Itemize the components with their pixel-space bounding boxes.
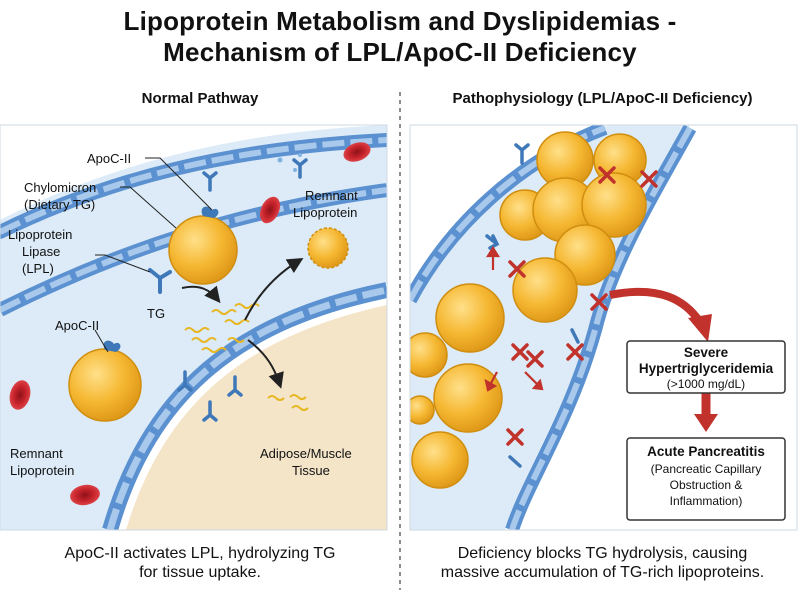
label-lpl-l3: (LPL) <box>22 261 54 276</box>
remnant-arrow <box>244 257 304 321</box>
left-vessel-scene <box>0 125 387 530</box>
vessel-lumen <box>0 125 387 530</box>
box2-line2: (Pancreatic Capillary <box>651 462 762 476</box>
label-remnant-bottom-l2: Lipoprotein <box>10 463 74 478</box>
red-blood-cell <box>259 196 281 224</box>
acute-pancreatitis-box <box>626 437 786 521</box>
label-adipose-l2: Tissue <box>292 463 330 478</box>
right-panel-heading: Pathophysiology (LPL/ApoC-II Deficiency) <box>452 90 753 107</box>
lpl-enzyme <box>148 268 172 294</box>
box2-line1: Acute Pancreatitis <box>647 444 765 459</box>
blocked-hydrolysis-marks <box>506 166 658 446</box>
label-apoc2-mid: ApoC-II <box>55 318 99 333</box>
chylomicron-particle <box>168 215 238 285</box>
box2-line4: Inflammation) <box>670 494 743 508</box>
red-blood-cell <box>9 380 31 410</box>
tissue-uptake-arrow <box>247 339 284 389</box>
red-blood-cell <box>70 484 100 506</box>
tg-molecules <box>184 303 309 411</box>
label-chylomicron-l1: Chylomicron <box>24 180 96 195</box>
right-vessel-scene <box>410 125 800 530</box>
left-panel-heading: Normal Pathway <box>141 90 259 107</box>
box1-line1: Severe <box>684 345 729 360</box>
remnant-lipoprotein-top <box>307 227 349 269</box>
left-caption: ApoC-II activates LPL, hydrolyzing TG fo… <box>0 544 400 582</box>
red-flow-arrow-1 <box>609 287 712 342</box>
red-blood-cell <box>343 142 371 162</box>
apoc2-protein <box>201 206 219 218</box>
label-remnant-top-l2: Lipoprotein <box>293 205 357 220</box>
red-flow-arrow-2 <box>694 392 718 432</box>
right-caption-line-1: Deficiency blocks TG hydrolysis, causing <box>457 545 748 562</box>
label-tg: TG <box>147 306 165 321</box>
left-caption-line-1: ApoC-II activates LPL, hydrolyzing TG <box>64 545 336 562</box>
remnant-lipoprotein-bottom <box>68 348 142 422</box>
label-remnant-top-l1: Remnant <box>305 188 358 203</box>
title-line-2: Mechanism of LPL/ApoC-II Deficiency <box>163 37 637 67</box>
right-caption: Deficiency blocks TG hydrolysis, causing… <box>405 544 800 582</box>
label-lpl-l2: Lipase <box>22 244 60 259</box>
label-adipose-l1: Adipose/Muscle <box>260 446 352 461</box>
box2-line3: Obstruction & <box>670 478 743 492</box>
right-caption-line-2: massive accumulation of TG-rich lipoprot… <box>440 564 765 581</box>
page-title: Lipoprotein Metabolism and Dyslipidemias… <box>0 6 800 68</box>
tg-release-arrow <box>181 285 221 304</box>
label-remnant-bottom-l1: Remnant <box>10 446 63 461</box>
box1-line2: Hypertriglyceridemia <box>639 361 774 376</box>
adipose-tissue-area <box>126 305 387 530</box>
left-caption-line-2: for tissue uptake. <box>139 564 261 581</box>
hypertriglyceridemia-box <box>626 340 786 394</box>
label-lpl-l1: Lipoprotein <box>8 227 72 242</box>
label-chylomicron-l2: (Dietary TG) <box>24 197 95 212</box>
box1-line3: (>1000 mg/dL) <box>667 377 745 391</box>
label-apoc2-top: ApoC-II <box>87 151 131 166</box>
title-line-1: Lipoprotein Metabolism and Dyslipidemias… <box>123 6 677 36</box>
